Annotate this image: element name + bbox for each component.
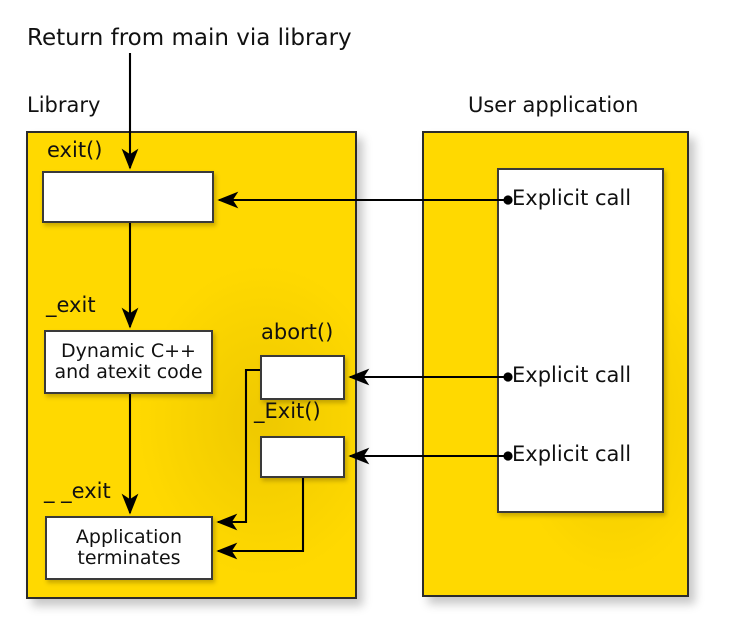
user-application-region-label: User application	[468, 93, 639, 117]
explicit-call-abort-label: Explicit call	[512, 363, 632, 387]
user-application-panel	[497, 168, 664, 513]
exit-node-caption: exit()	[47, 138, 103, 162]
dynamic-cpp-atexit-node-box: Dynamic C++ and atexit code	[44, 330, 213, 394]
exit-node-box	[42, 171, 214, 223]
big-exit-node-caption: _Exit()	[254, 399, 321, 423]
application-terminates-node-text: Application terminates	[75, 525, 183, 569]
explicit-call-exit-label: Explicit call	[512, 186, 632, 210]
big-exit-node-box	[260, 436, 345, 478]
library-region-label: Library	[27, 93, 101, 117]
return-from-main-label: Return from main via library	[27, 25, 352, 51]
abort-node-caption: abort()	[261, 320, 334, 344]
abort-node-box	[260, 355, 345, 400]
dynamic-cpp-atexit-node-text: Dynamic C++ and atexit code	[54, 339, 203, 383]
underscore-exit-node-caption: _exit	[46, 293, 96, 317]
explicit-call-bigexit-label: Explicit call	[512, 442, 632, 466]
double-underscore-exit-node-caption: _ _exit	[44, 479, 111, 503]
application-terminates-node-box: Application terminates	[45, 516, 213, 580]
